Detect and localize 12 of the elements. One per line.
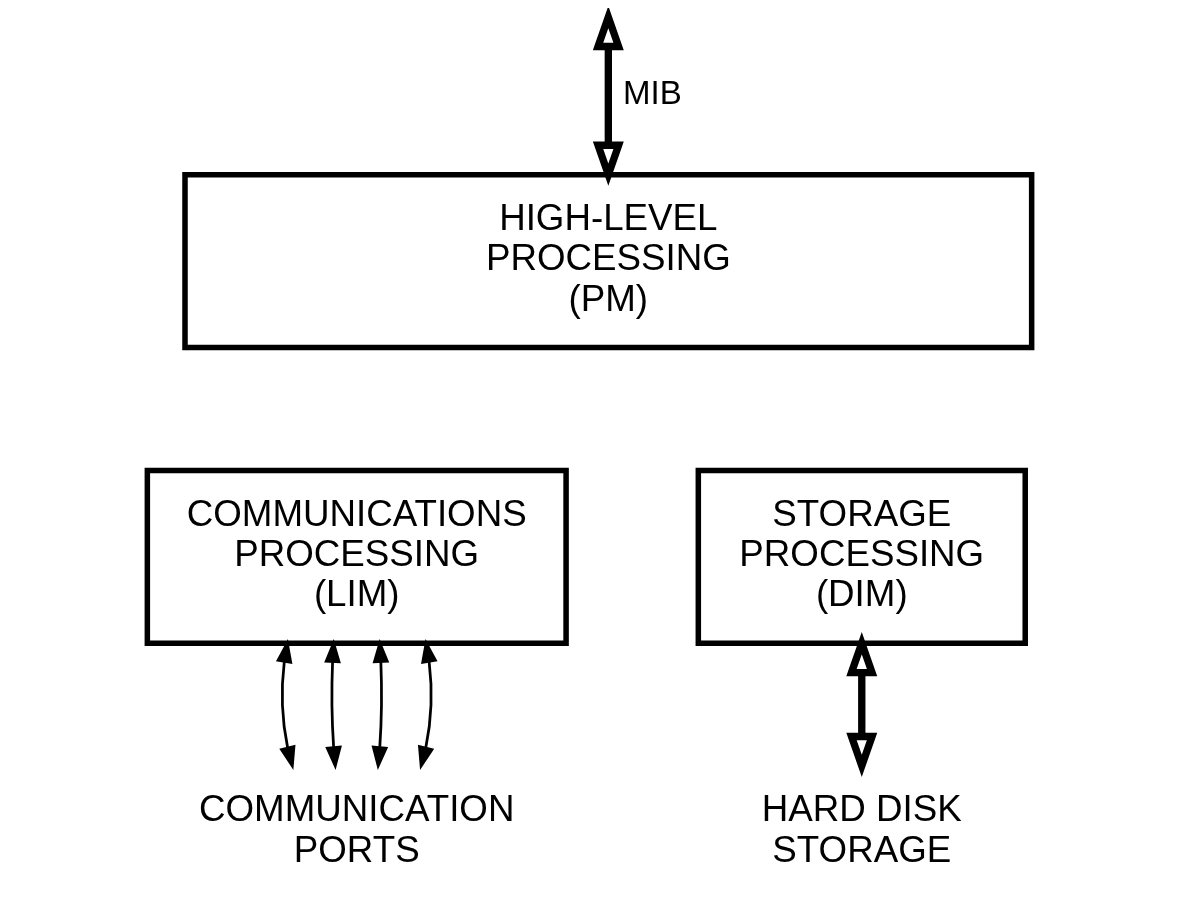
arrow bbox=[371, 639, 389, 771]
arrow bbox=[845, 632, 877, 777]
arrow bbox=[323, 639, 342, 771]
arrow bbox=[592, 8, 624, 186]
node-box: COMMUNICATIONS PROCESSING (LIM) bbox=[144, 467, 569, 646]
node-box: STORAGE PROCESSING (DIM) bbox=[695, 467, 1028, 646]
node-text: COMMUNICATION PORTS bbox=[198, 788, 514, 870]
node-text: HARD DISK STORAGE bbox=[761, 788, 962, 870]
arrow bbox=[275, 639, 295, 770]
arrow bbox=[417, 639, 438, 770]
edge-label: MIB bbox=[622, 73, 682, 111]
node-box: HIGH-LEVEL PROCESSING (PM) bbox=[181, 172, 1034, 351]
